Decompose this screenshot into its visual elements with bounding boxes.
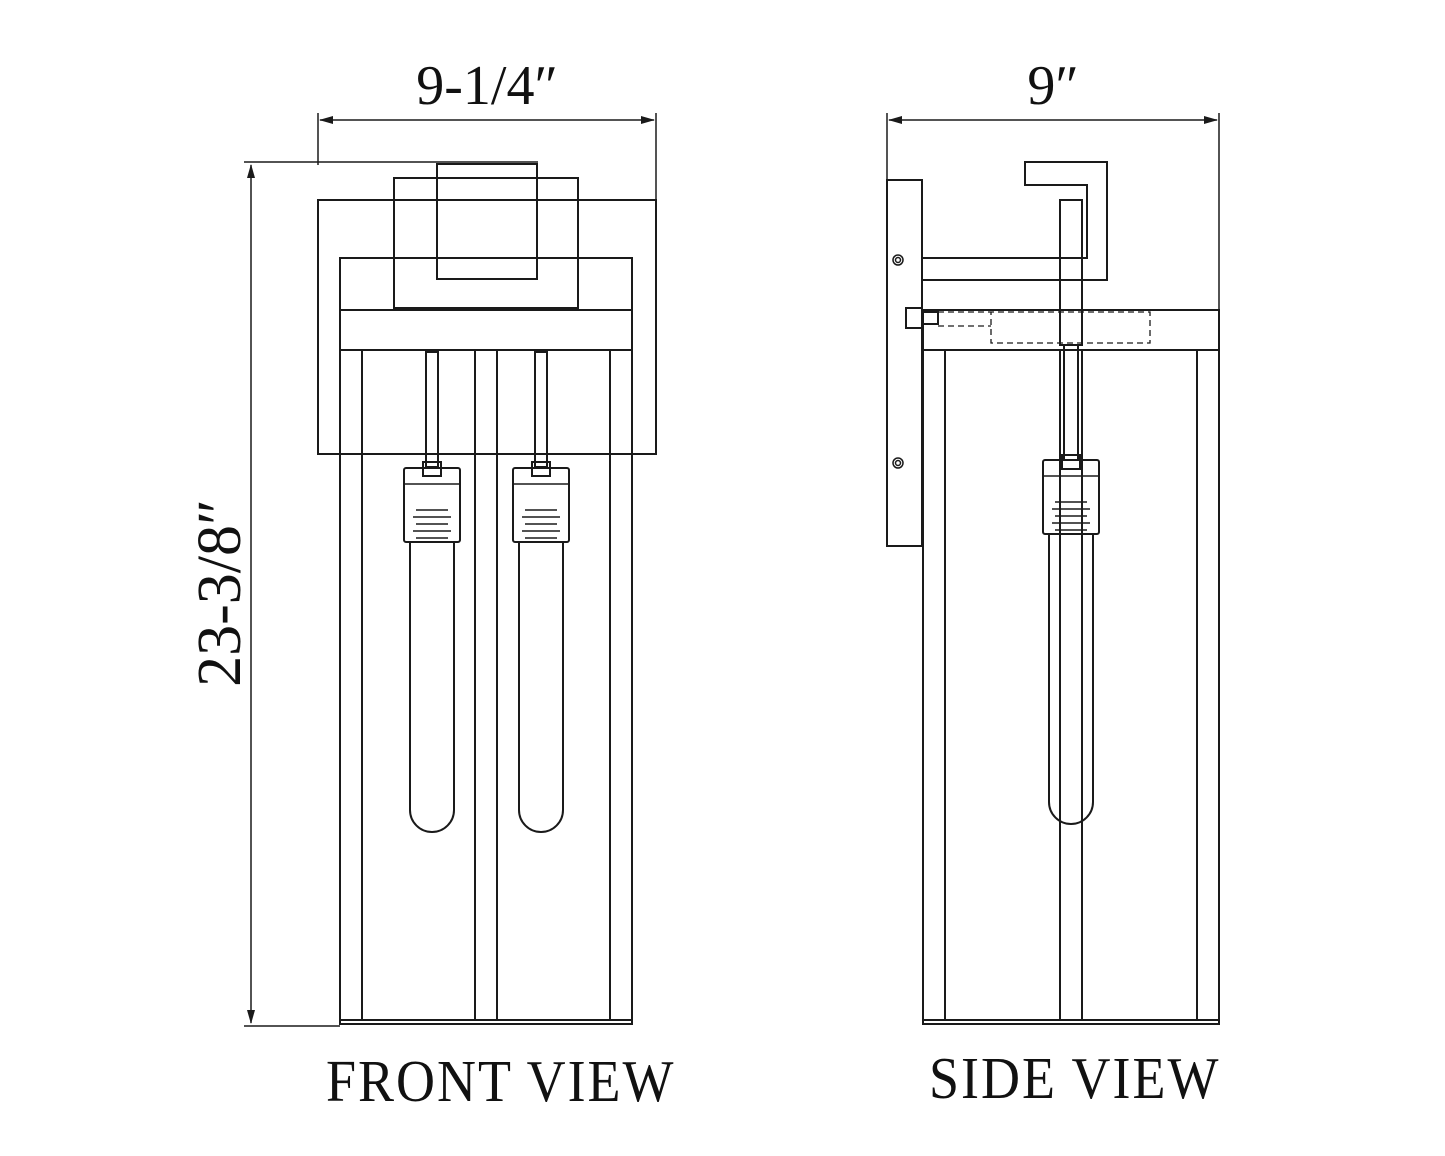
side-width-dimension: 9″ xyxy=(886,55,1220,310)
side-view-drawing: 9″ xyxy=(886,55,1220,1025)
side-wall-plate xyxy=(886,179,939,547)
side-arm xyxy=(921,161,1108,346)
side-lantern-body xyxy=(922,309,1220,1025)
front-width-dimension: 9-1/4″ xyxy=(317,55,657,200)
front-view-drawing: 9-1/4″ 23-3/8″ xyxy=(186,55,657,1027)
side-view-label: SIDE VIEW xyxy=(929,1045,1221,1111)
side-width-label: 9″ xyxy=(1027,55,1078,117)
front-lantern-body xyxy=(339,257,633,1025)
front-bulb-left xyxy=(403,351,461,833)
height-dimension: 23-3/8″ xyxy=(186,161,538,1027)
front-view-label: FRONT VIEW xyxy=(326,1048,676,1114)
front-bulb-right xyxy=(512,351,570,833)
front-width-label: 9-1/4″ xyxy=(416,55,558,117)
height-label: 23-3/8″ xyxy=(186,499,254,687)
side-bulb xyxy=(1042,344,1100,825)
